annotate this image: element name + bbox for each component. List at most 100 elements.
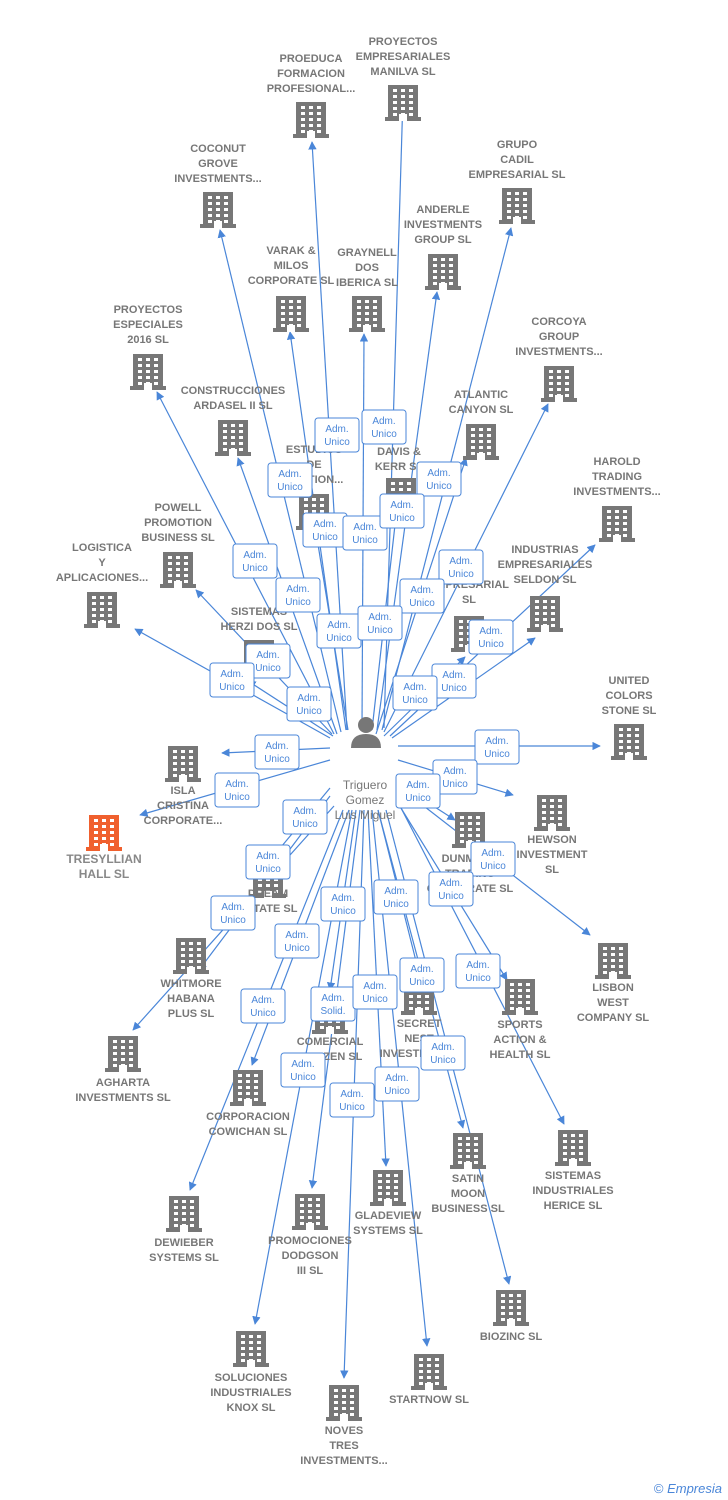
company-node-noves[interactable]: NOVESTRESINVESTMENTS... xyxy=(300,1385,388,1467)
relation-text: Adm. xyxy=(439,878,462,889)
relation-label-r23[interactable]: Adm.Unico xyxy=(432,759,478,795)
relation-label-r7[interactable]: Adm.Unico xyxy=(379,493,425,529)
relation-text: Unico xyxy=(290,1072,316,1083)
relation-box xyxy=(474,729,520,765)
company-node-biozinc[interactable]: BIOZINC SL xyxy=(480,1290,543,1343)
relation-label-r30[interactable]: Adm.Unico xyxy=(373,879,419,915)
building-icon xyxy=(555,1130,591,1166)
company-label-line: GRUPO xyxy=(497,139,538,151)
relation-label-r10[interactable]: Adm.Unico xyxy=(438,549,484,585)
relation-text: Unico xyxy=(430,1055,456,1066)
relation-text: Adm. xyxy=(331,893,354,904)
company-node-coconut[interactable]: COCONUTGROVEINVESTMENTS... xyxy=(174,143,262,228)
company-label-line: MOON xyxy=(451,1188,485,1200)
relation-label-r40[interactable]: Adm.Unico xyxy=(329,1082,375,1118)
relation-label-r14[interactable]: Adm.Unico xyxy=(245,643,291,679)
relation-label-r41[interactable]: Adm.Unico xyxy=(374,1066,420,1102)
relation-label-r17[interactable]: Adm.Unico xyxy=(431,663,477,699)
company-node-proeduca[interactable]: PROEDUCAFORMACIONPROFESIONAL... xyxy=(267,53,356,138)
company-label-line: SL xyxy=(462,594,476,606)
relation-label-r26[interactable]: Adm.Unico xyxy=(470,841,516,877)
relation-label-r1[interactable]: Adm.Unico xyxy=(314,417,360,453)
relation-label-r25[interactable]: Adm.Unico xyxy=(282,799,328,835)
relation-text: Adm. xyxy=(372,416,395,427)
relation-label-r3[interactable]: Adm.Unico xyxy=(267,462,313,498)
company-node-harold[interactable]: HAROLDTRADINGINVESTMENTS... xyxy=(573,456,661,542)
relation-label-r36[interactable]: Adm.Unico xyxy=(352,974,398,1010)
relation-label-r8[interactable]: Adm.Unico xyxy=(232,543,278,579)
company-label-line: INVESTMENTS xyxy=(404,219,482,231)
relation-label-r21[interactable]: Adm.Unico xyxy=(474,729,520,765)
relation-label-r20[interactable]: Adm.Unico xyxy=(254,734,300,770)
relation-label-r33[interactable]: Adm.Unico xyxy=(455,953,501,989)
relation-text: Adm. xyxy=(256,650,279,661)
relation-label-r24[interactable]: Adm.Unico xyxy=(395,773,441,809)
company-label-line: LISBON xyxy=(592,982,634,994)
relation-label-r6[interactable]: Adm.Unico xyxy=(342,515,388,551)
relation-label-r37[interactable]: Adm.Unico xyxy=(240,988,286,1024)
company-label-line: Y xyxy=(98,557,106,569)
relation-text: Unico xyxy=(312,532,338,543)
relation-label-r39[interactable]: Adm.Unico xyxy=(280,1052,326,1088)
building-icon xyxy=(541,366,577,402)
company-label-line: DOS xyxy=(355,262,379,274)
relation-label-r9[interactable]: Adm.Unico xyxy=(275,577,321,613)
relation-label-r15[interactable]: Adm.Unico xyxy=(468,619,514,655)
company-label-line: INVESTMENTS... xyxy=(515,346,602,358)
relation-box xyxy=(209,662,255,698)
relation-label-r32[interactable]: Adm.Unico xyxy=(274,923,320,959)
relation-label-r18[interactable]: Adm.Unico xyxy=(286,686,332,722)
building-icon xyxy=(595,943,631,979)
relation-text: Unico xyxy=(484,749,510,760)
company-label-line: INDUSTRIALES xyxy=(210,1387,291,1399)
relation-label-r11[interactable]: Adm.Unico xyxy=(399,578,445,614)
relation-text: Adm. xyxy=(449,556,472,567)
relation-label-r12[interactable]: Adm.Unico xyxy=(316,613,362,649)
company-node-logistica[interactable]: LOGISTICAYAPLICACIONES... xyxy=(56,542,148,628)
relation-label-r34[interactable]: Adm.Unico xyxy=(399,957,445,993)
relation-label-r22[interactable]: Adm.Unico xyxy=(214,772,260,808)
relation-label-r38[interactable]: Adm.Unico xyxy=(420,1035,466,1071)
relation-label-r13[interactable]: Adm.Unico xyxy=(357,605,403,641)
company-node-isla[interactable]: ISLACRISTINACORPORATE... xyxy=(144,746,223,827)
relation-text: Adm. xyxy=(410,585,433,596)
relation-label-r2[interactable]: Adm.Unico xyxy=(361,409,407,445)
relation-label-r35[interactable]: Adm.Solid. xyxy=(310,986,356,1022)
relation-label-r29[interactable]: Adm.Unico xyxy=(210,895,256,931)
relation-label-r27[interactable]: Adm.Unico xyxy=(245,844,291,880)
relation-label-r16[interactable]: Adm.Unico xyxy=(209,662,255,698)
relation-label-r28[interactable]: Adm.Unico xyxy=(428,871,474,907)
company-node-startnow[interactable]: STARTNOW SL xyxy=(389,1354,469,1406)
relation-label-r31[interactable]: Adm.Unico xyxy=(320,886,366,922)
relation-label-r5[interactable]: Adm.Unico xyxy=(302,512,348,548)
relation-label-r4[interactable]: Adm.Unico xyxy=(416,461,462,497)
relation-label-r19[interactable]: Adm.Unico xyxy=(392,675,438,711)
company-node-corcoya[interactable]: CORCOYAGROUPINVESTMENTS... xyxy=(515,316,603,402)
relation-text: Adm. xyxy=(220,669,243,680)
